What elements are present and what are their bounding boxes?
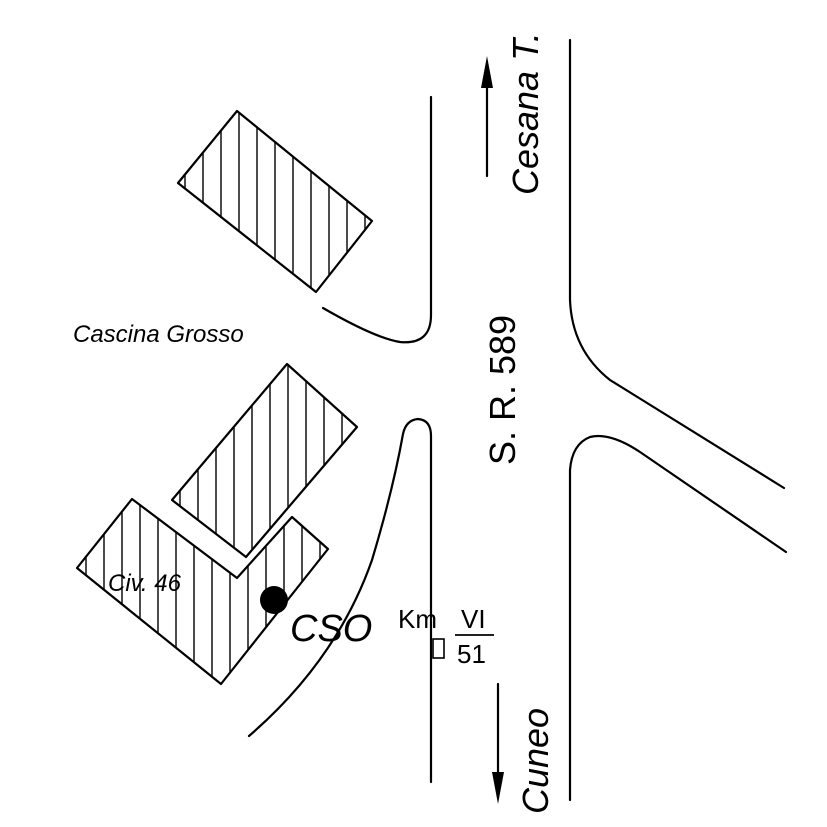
milestone-numerator: VI	[461, 604, 486, 634]
building-middle	[170, 362, 359, 559]
main-road-east-edge-north	[568, 38, 786, 490]
house-number-label: Civ. 46	[108, 570, 182, 597]
arrow-south-icon	[492, 682, 504, 804]
road-edges	[247, 38, 788, 802]
arrow-north-icon	[481, 56, 493, 178]
building-north	[176, 109, 374, 294]
hamlet-label: Cascina Grosso	[73, 321, 244, 348]
direction-south-label: Cuneo	[515, 708, 556, 814]
main-road-east-edge-south	[568, 434, 788, 802]
road-label: S. R. 589	[482, 315, 523, 465]
marker-label: CSO	[290, 608, 372, 650]
milestone-km-label: Km	[398, 604, 437, 634]
milestone-denominator: 51	[457, 639, 486, 669]
main-road-west-edge-north	[321, 95, 433, 344]
main-road-west-edge-south	[247, 417, 433, 784]
milestone-post-icon	[432, 638, 445, 659]
location-marker-icon	[260, 586, 288, 614]
direction-north-label: Cesana T.	[505, 32, 546, 195]
milestone: Km VI 51	[398, 604, 494, 669]
